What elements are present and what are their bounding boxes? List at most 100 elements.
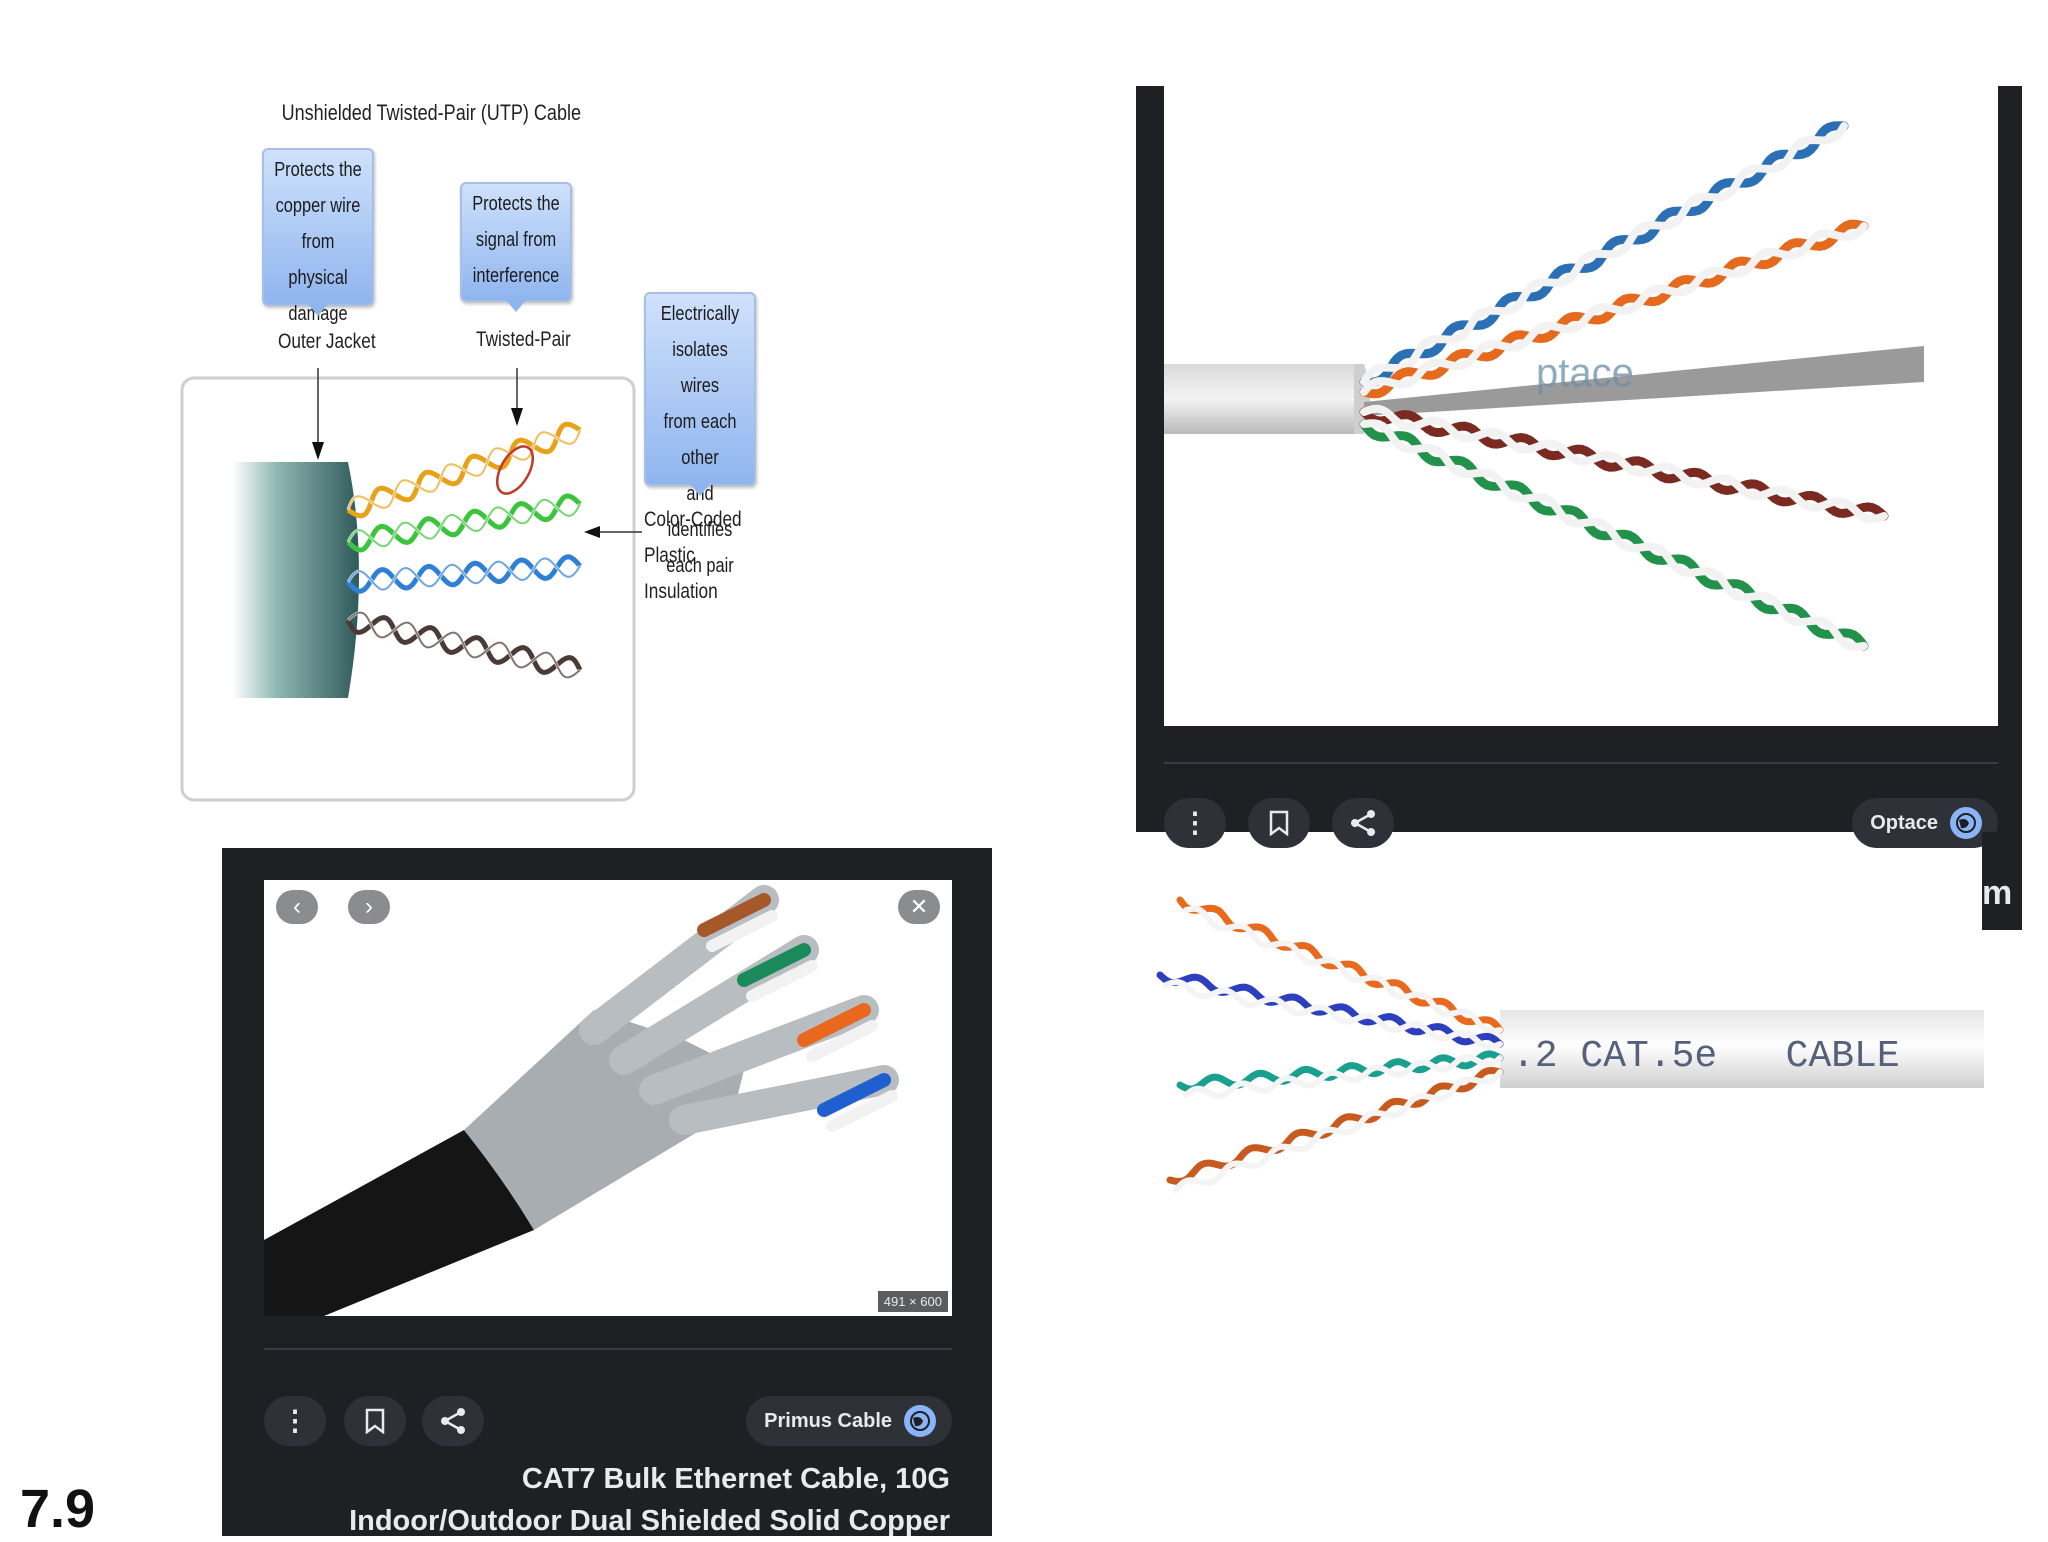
arrowhead bbox=[511, 408, 523, 426]
globe-icon bbox=[1950, 807, 1982, 839]
cat7-wire bbox=[817, 1073, 891, 1117]
cat5e-wire-white bbox=[1173, 1069, 1503, 1193]
previous-image-button[interactable]: ‹ bbox=[276, 890, 318, 924]
source-link-optace[interactable]: Optace bbox=[1852, 798, 1998, 848]
card-divider bbox=[264, 1348, 952, 1350]
photo-wire-white bbox=[1360, 122, 1848, 386]
cat5e-sheath bbox=[1500, 1010, 1984, 1088]
more-vert-icon: ⋮ bbox=[1181, 807, 1209, 838]
photo-wire-white bbox=[1360, 222, 1868, 396]
callout-line: from each other bbox=[663, 411, 737, 469]
cat7-wire bbox=[737, 943, 811, 987]
cable-sheath bbox=[1164, 364, 1364, 434]
twisted-wire-stripe bbox=[347, 557, 581, 591]
utp-diagram: Unshielded Twisted-Pair (UTP) Cable Prot… bbox=[160, 90, 780, 820]
cat5e-wire-white bbox=[1183, 905, 1503, 1035]
callout-line: isolates wires bbox=[672, 339, 728, 397]
cat5e-drawing: .2 CAT.5e CABLE bbox=[1156, 896, 1984, 1193]
callout-line: interference bbox=[472, 265, 560, 287]
callout-line: Electrically bbox=[660, 303, 740, 325]
diagram-frame bbox=[180, 376, 636, 802]
twisted-wire-stripe bbox=[347, 429, 581, 511]
label-outer-jacket: Outer Jacket bbox=[278, 330, 376, 353]
cat7-wire-white bbox=[706, 910, 778, 952]
bookmark-icon bbox=[365, 1408, 385, 1434]
slide-number: 7.9 bbox=[20, 1479, 96, 1539]
arrowhead bbox=[312, 442, 324, 460]
cat7-wire-white bbox=[806, 1020, 878, 1062]
chevron-left-icon: ‹ bbox=[293, 893, 301, 920]
cat5e-wire bbox=[1166, 1066, 1504, 1186]
next-image-button[interactable]: › bbox=[348, 890, 390, 924]
image-preview[interactable]: ptace bbox=[1164, 86, 1998, 726]
label-color-coded: Color-Coded bbox=[644, 508, 742, 531]
share-button[interactable] bbox=[1332, 798, 1394, 848]
image-size-badge: 491 × 600 bbox=[877, 1291, 948, 1312]
cat7-wires bbox=[579, 885, 899, 1135]
card-overflow-strip: m bbox=[1982, 832, 2022, 930]
source-link-primus[interactable]: Primus Cable bbox=[746, 1396, 952, 1446]
callout-insulation: Electrically isolates wires from each ot… bbox=[644, 292, 756, 577]
cat7-black-jacket bbox=[264, 1130, 534, 1316]
photo-wires bbox=[1359, 121, 1924, 651]
caption-line-2[interactable]: Indoor/Outdoor Dual Shielded Solid Coppe… bbox=[349, 1505, 950, 1537]
watermark: ptace bbox=[1536, 351, 1634, 395]
more-options-button[interactable]: ⋮ bbox=[264, 1396, 326, 1446]
more-vert-icon: ⋮ bbox=[281, 1405, 309, 1436]
callout-line: Protects the bbox=[274, 159, 362, 181]
cat7-wire-white bbox=[826, 1090, 898, 1132]
image-card-primus: 491 × 600 ‹ › ✕ ⋮ Primus Cable CAT7 Bulk… bbox=[222, 848, 992, 1537]
image-card-optace: ptace ⋮ Optace bbox=[1136, 86, 2022, 848]
cat5e-wires bbox=[1156, 896, 1504, 1193]
globe-icon bbox=[904, 1405, 936, 1437]
source-name: Optace bbox=[1870, 811, 1938, 834]
cat5e-wire-white bbox=[1163, 979, 1503, 1050]
label-plastic: Plastic bbox=[644, 544, 695, 567]
card-divider bbox=[1164, 762, 1998, 764]
save-button[interactable] bbox=[1248, 798, 1310, 848]
cat7-shield-braid bbox=[464, 1010, 744, 1230]
cat5e-cable-photo: .2 CAT.5e CABLE bbox=[1140, 880, 1984, 1210]
share-button[interactable] bbox=[422, 1396, 484, 1446]
image-preview[interactable]: 491 × 600 ‹ › ✕ bbox=[264, 880, 952, 1316]
callout-line: signal from bbox=[475, 229, 557, 251]
save-button[interactable] bbox=[344, 1396, 406, 1446]
twisted-wire-stripe bbox=[347, 611, 581, 679]
more-options-button[interactable]: ⋮ bbox=[1164, 798, 1226, 848]
caption-line-1[interactable]: CAT7 Bulk Ethernet Cable, 10G bbox=[521, 1463, 950, 1495]
close-icon: ✕ bbox=[909, 894, 929, 919]
callout-line: each pair bbox=[666, 555, 734, 577]
bookmark-icon bbox=[1269, 810, 1289, 836]
cat7-wire bbox=[697, 893, 771, 937]
outer-jacket-shape bbox=[232, 462, 359, 698]
callout-jacket: Protects the copper wire from physical d… bbox=[262, 148, 374, 325]
callout-line: from physical bbox=[288, 231, 348, 289]
label-twisted-pair: Twisted-Pair bbox=[476, 328, 571, 351]
foil-shield bbox=[669, 1065, 899, 1135]
callout-twisted-pair: Protects the signal from interference bbox=[460, 182, 572, 312]
twisted-wires bbox=[345, 421, 583, 679]
diagram-title: Unshielded Twisted-Pair (UTP) Cable bbox=[281, 100, 582, 125]
share-icon bbox=[441, 1408, 465, 1434]
cat5e-wire-white bbox=[1183, 1054, 1503, 1099]
arrowhead bbox=[584, 526, 600, 538]
cat5e-printed-text: .2 CAT.5e CABLE bbox=[1512, 1035, 1900, 1078]
truncated-caption-text: m bbox=[1982, 874, 2013, 912]
close-button[interactable]: ✕ bbox=[898, 890, 940, 924]
twisted-pair-highlight bbox=[495, 445, 535, 495]
cat7-wire-white bbox=[746, 960, 818, 1002]
cat7-cable-photo bbox=[264, 885, 899, 1316]
label-insulation: Insulation bbox=[644, 580, 718, 603]
utp-cable-drawing bbox=[180, 368, 642, 802]
share-icon bbox=[1351, 810, 1375, 836]
callout-line: Protects the bbox=[472, 193, 560, 215]
cat7-wire bbox=[797, 1003, 871, 1047]
ripcord bbox=[1364, 346, 1924, 416]
twisted-wire-stripe bbox=[347, 498, 581, 548]
source-name: Primus Cable bbox=[764, 1409, 892, 1432]
chevron-right-icon: › bbox=[365, 893, 373, 920]
photo-wire-white bbox=[1360, 419, 1868, 651]
photo-wire-white bbox=[1360, 404, 1888, 524]
callout-line: copper wire bbox=[275, 195, 361, 217]
utp-cable-photo: ptace bbox=[1164, 121, 1924, 651]
